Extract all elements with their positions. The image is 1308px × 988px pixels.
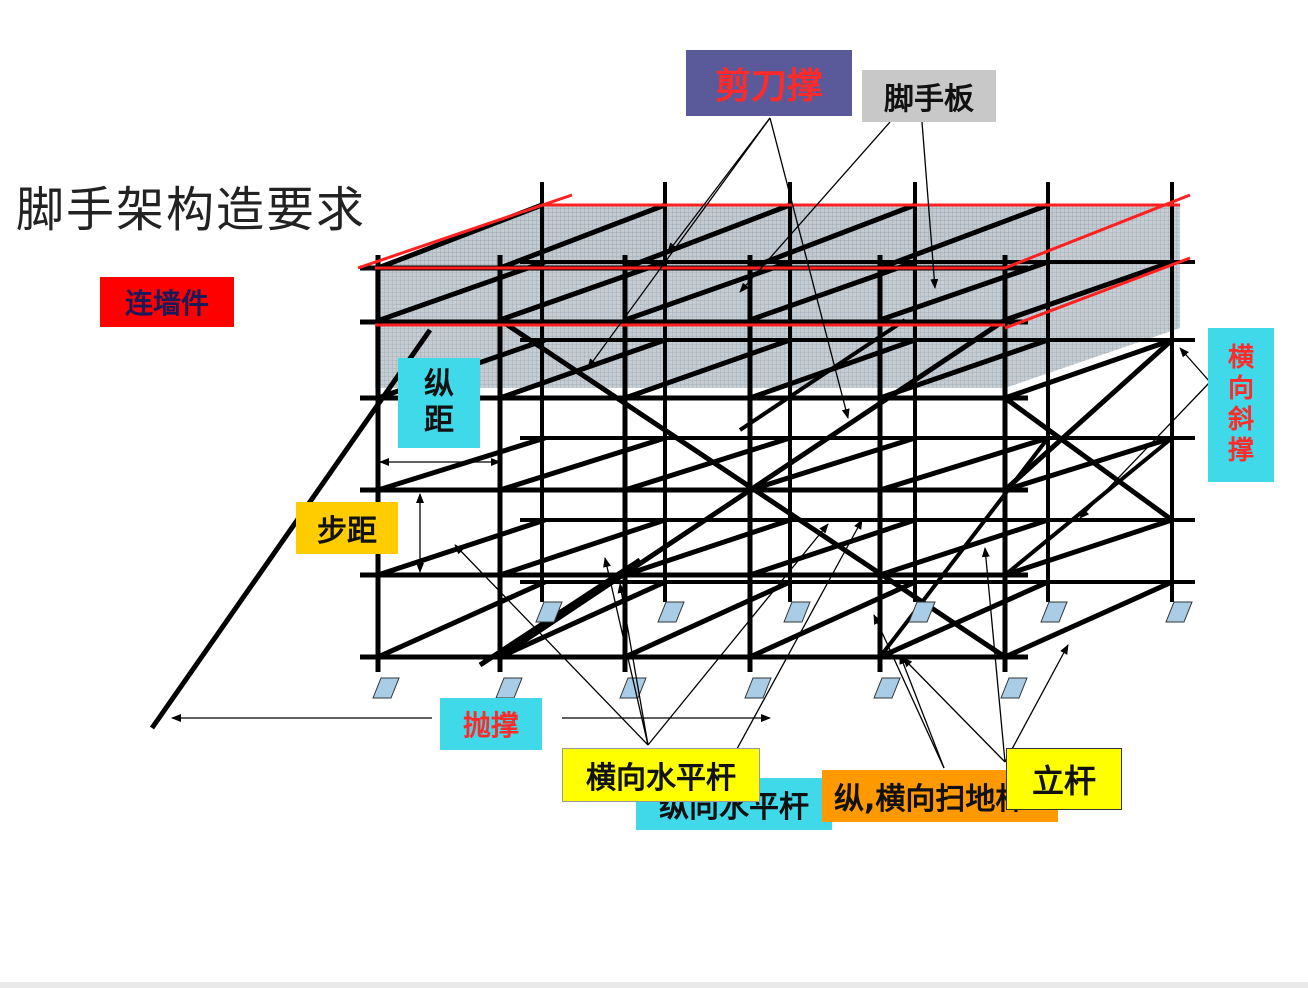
transverse-ledger bbox=[499, 337, 666, 401]
transverse-ledger bbox=[879, 337, 1049, 401]
longitudinal-spacing-label: 纵 距 bbox=[398, 358, 480, 448]
transverse-ledger bbox=[1004, 517, 1173, 578]
base-plate bbox=[495, 677, 523, 699]
base-plate bbox=[908, 601, 936, 623]
scaffold-board-label: 脚手板 bbox=[862, 70, 996, 122]
base-plate bbox=[1165, 601, 1193, 623]
base-plate bbox=[783, 601, 811, 623]
transverse-ledger bbox=[1004, 259, 1173, 323]
transverse-diagonal-label: 横 向 斜 撑 bbox=[1208, 328, 1274, 482]
slide-bottom-strip bbox=[0, 982, 1308, 988]
leader-arrow bbox=[981, 547, 1006, 763]
red-edge-line bbox=[1004, 193, 1191, 270]
transverse-ledger bbox=[879, 259, 1049, 323]
transverse-ledger bbox=[499, 202, 666, 271]
base-plate bbox=[1000, 677, 1028, 699]
transverse-ledger bbox=[498, 579, 667, 660]
step-distance-label: 步距 bbox=[296, 502, 398, 554]
leader-arrow bbox=[1004, 644, 1069, 763]
leader-arrow bbox=[719, 519, 863, 781]
transverse-ledger bbox=[377, 435, 546, 493]
transverse-ledger bbox=[879, 435, 1049, 493]
red-edge-line bbox=[357, 193, 573, 270]
transverse-ledger bbox=[624, 259, 791, 323]
transverse-ledger bbox=[624, 517, 791, 578]
transverse-ledger bbox=[624, 337, 791, 401]
base-plate bbox=[372, 677, 400, 699]
leader-arrow bbox=[769, 117, 850, 419]
base-plate bbox=[535, 601, 563, 623]
transverse-ledger bbox=[499, 517, 666, 578]
red-edge-line bbox=[1004, 256, 1191, 330]
scissor-brace-label: 剪刀撑 bbox=[686, 50, 852, 116]
scissor-brace bbox=[478, 557, 642, 668]
scissor-brace bbox=[498, 317, 1007, 660]
transverse-ledger bbox=[749, 517, 916, 578]
leader-arrow bbox=[647, 523, 829, 746]
leader-arrow bbox=[873, 614, 945, 769]
transverse-ledger bbox=[749, 202, 916, 271]
transverse-ledger bbox=[376, 579, 547, 660]
transverse-ledger bbox=[879, 202, 1049, 271]
transverse-ledger bbox=[624, 202, 791, 271]
transverse-ledger bbox=[878, 579, 1050, 660]
leader-arrow bbox=[587, 117, 771, 369]
upright-label: 立杆 bbox=[1006, 748, 1122, 810]
transverse-ledger bbox=[749, 435, 916, 493]
transverse-ledger bbox=[623, 579, 792, 660]
transverse-diagonal-brace bbox=[1003, 395, 1174, 523]
leader-arrow bbox=[1079, 381, 1211, 519]
throw-brace bbox=[149, 328, 433, 730]
leader-arrow bbox=[454, 544, 649, 746]
throw-brace-label: 抛撑 bbox=[440, 698, 542, 750]
leader-arrow bbox=[739, 121, 891, 293]
transverse-ledger bbox=[749, 259, 916, 323]
scissor-brace bbox=[738, 318, 907, 432]
transverse-diagonal-brace bbox=[1003, 436, 1174, 577]
transverse-ledger bbox=[1004, 337, 1173, 401]
leader-arrow bbox=[1179, 347, 1211, 383]
transverse-ledger bbox=[499, 259, 666, 323]
leader-arrow bbox=[899, 654, 945, 769]
transverse-ledger-label: 横向水平杆 bbox=[562, 748, 760, 802]
leader-arrow bbox=[902, 657, 1006, 763]
base-plate bbox=[1040, 601, 1068, 623]
base-plate bbox=[657, 601, 685, 623]
leader-arrow bbox=[603, 557, 649, 746]
transverse-ledger bbox=[624, 435, 791, 493]
transverse-ledger bbox=[499, 435, 666, 493]
leader-arrow bbox=[921, 121, 939, 289]
transverse-ledger bbox=[1003, 579, 1174, 660]
base-plate bbox=[873, 677, 901, 699]
safety-net-top-panel bbox=[375, 205, 1180, 268]
transverse-diagonal-brace bbox=[1003, 338, 1174, 492]
transverse-ledger bbox=[748, 579, 917, 660]
slide-title: 脚手架构造要求 bbox=[16, 182, 367, 238]
base-plate bbox=[744, 677, 772, 699]
transverse-ledger bbox=[1004, 435, 1173, 493]
transverse-ledger bbox=[379, 259, 546, 323]
wall-tie-label: 连墙件 bbox=[100, 277, 234, 327]
transverse-diagonal-brace bbox=[878, 436, 1050, 659]
